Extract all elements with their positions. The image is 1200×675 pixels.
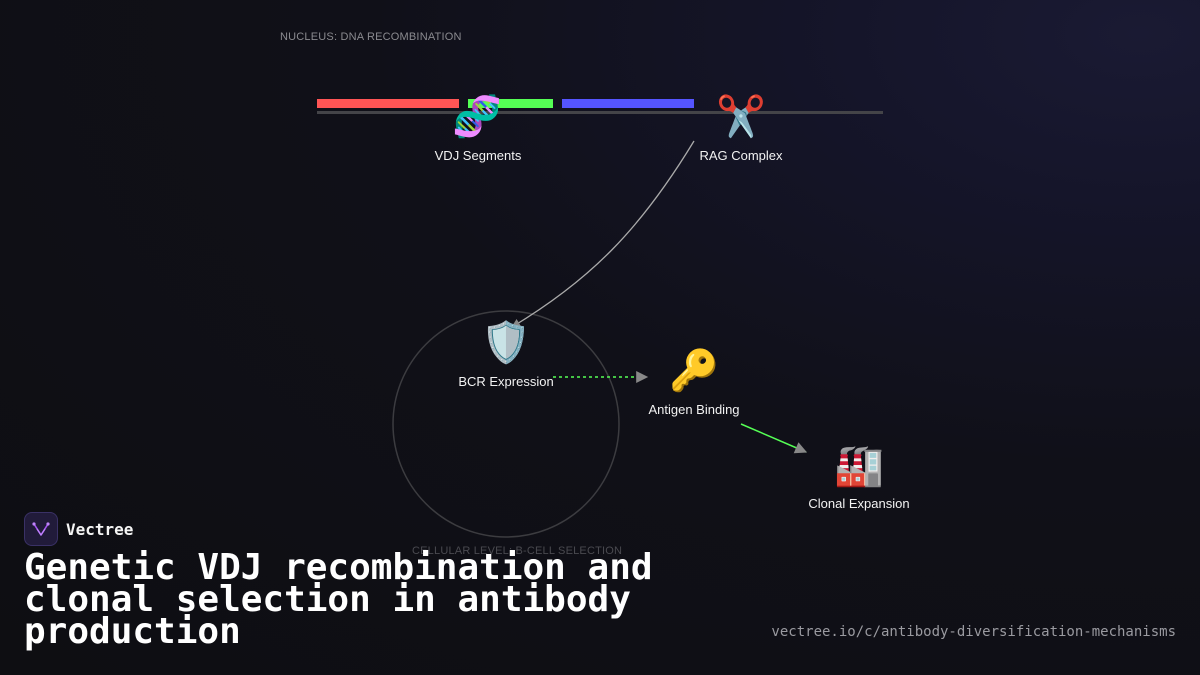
source-url[interactable]: vectree.io/c/antibody-diversification-me… bbox=[771, 624, 1176, 640]
shield-icon: 🛡️ bbox=[481, 320, 531, 366]
dna-icon: 🧬 bbox=[452, 94, 502, 140]
cell-boundary bbox=[392, 310, 620, 538]
gene-segment-j bbox=[562, 99, 694, 108]
node-label-vdj: VDJ Segments bbox=[434, 148, 522, 163]
node-label-clonal: Clonal Expansion bbox=[808, 496, 910, 511]
edge-antigen-to-clonal bbox=[740, 423, 808, 454]
vectree-logo-mark bbox=[32, 522, 50, 536]
nucleus-region-label: NUCLEUS: DNA RECOMBINATION bbox=[280, 31, 462, 43]
gene-segment-v bbox=[317, 99, 459, 108]
node-label-rag: RAG Complex bbox=[699, 148, 783, 163]
vectree-logo-icon bbox=[24, 512, 58, 546]
chromosome-strand bbox=[317, 111, 883, 114]
gene-segment-d bbox=[468, 99, 553, 108]
brand-name: Vectree bbox=[66, 519, 134, 539]
key-icon: 🔑 bbox=[669, 348, 719, 394]
node-label-bcr: BCR Expression bbox=[458, 374, 554, 389]
edge-rag-to-bcr bbox=[511, 140, 695, 328]
node-label-antigen: Antigen Binding bbox=[648, 402, 740, 417]
factory-icon: 🏭 bbox=[834, 443, 884, 489]
page-title: Genetic VDJ recombination and clonal sel… bbox=[24, 547, 653, 652]
cellular-region-label: CELLULAR LEVEL: B-CELL SELECTION bbox=[412, 545, 623, 557]
scissors-icon: ✂️ bbox=[716, 94, 766, 140]
brand: Vectree bbox=[24, 512, 133, 546]
